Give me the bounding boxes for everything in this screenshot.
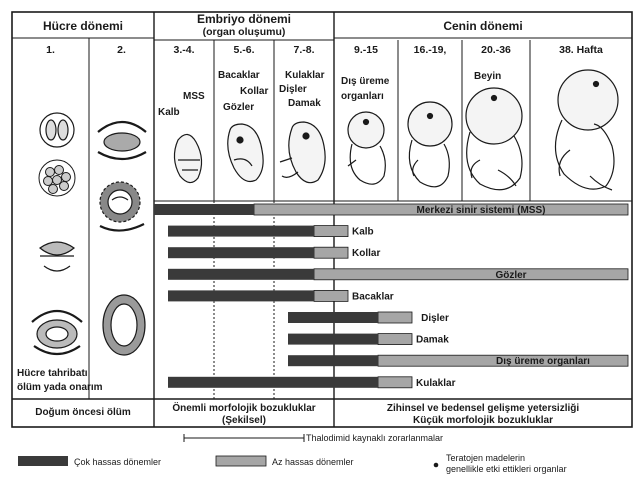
week-label: 16.-19,: [414, 44, 447, 56]
organ-label: Bacaklar: [352, 291, 394, 302]
outcome-major-2: (Şekilsel): [222, 415, 266, 426]
organ-label: Kollar: [352, 248, 380, 259]
week-label: 7.-8.: [293, 44, 314, 56]
legend-dot-icon: [434, 463, 439, 468]
fetus-week-9-15-illustration: [348, 112, 385, 184]
bar-dark-3: [168, 269, 314, 280]
stage-label-kulaklar: Kulaklar: [285, 70, 325, 81]
bar-dark-5: [288, 312, 378, 323]
bar-dark-0: [154, 204, 254, 215]
stage-label-disler: Dişler: [279, 84, 307, 95]
outcome-major-1: Önemli morfolojik bozukluklar: [172, 401, 315, 414]
bar-light-2: [314, 247, 348, 258]
legend-dot-label-2: genellikle etki ettikleri organlar: [446, 464, 567, 474]
stage-label-dis-ureme-1: Dış üreme: [341, 76, 390, 87]
week-label: 20.-36: [481, 44, 511, 56]
outcome-minor-1: Zihinsel ve bedensel gelişme yetersizliğ…: [387, 403, 580, 414]
week-label: 1.: [46, 44, 55, 56]
embryo-week-5-6-illustration: [228, 124, 263, 182]
organ-label: Dişler: [421, 313, 449, 324]
bar-light-5: [378, 312, 412, 323]
legend-dark-swatch: [18, 456, 68, 466]
organ-label: Kulaklar: [416, 378, 456, 389]
stage-label-gozler: Gözler: [223, 102, 254, 113]
zygote-two-cell-illustration: [40, 113, 74, 147]
embryo-period-subheader: (organ oluşumu): [203, 26, 286, 38]
cell-period-header: Hücre dönemi: [43, 19, 123, 33]
sensitivity-bars: Merkezi sinir sistemi (MSS) KalbKollarGöz…: [154, 204, 628, 389]
morula-illustration: [39, 160, 75, 196]
cell-death-note-2: ölüm yada onarım: [17, 382, 103, 393]
embryo-week-3-4-illustration: [174, 134, 201, 182]
organ-label: Kalb: [352, 227, 374, 238]
organ-label: Gözler: [495, 270, 526, 281]
chorionic-sac-illustration: [100, 182, 144, 231]
bar-light-6: [378, 334, 412, 345]
organ-label: Dış üreme organları: [496, 356, 590, 367]
fetus-week-16-19-illustration: [408, 102, 452, 187]
organ-label: Damak: [416, 335, 449, 346]
legend-dot-label-1: Teratojen madelerin: [446, 453, 525, 463]
legend-dark-label: Çok hassas dönemler: [74, 457, 161, 467]
week-label: 9.-15: [354, 44, 378, 56]
stage-label-mss: MSS: [183, 91, 205, 102]
bar-light-1: [314, 226, 348, 237]
thalidomide-label: Thalodimid kaynaklı zorarlanmalar: [306, 433, 443, 443]
bar-dark-2: [168, 247, 314, 258]
legend-light-swatch: [216, 456, 266, 466]
outcome-minor-2: Küçük morfolojik bozukluklar: [413, 415, 553, 426]
stage-label-beyin: Beyin: [474, 71, 501, 82]
bar-light-4: [314, 290, 348, 301]
trophoblast-illustration: [103, 295, 145, 355]
embryo-period-header: Embriyo dönemi: [197, 12, 291, 26]
week-label: 38. Hafta: [559, 44, 603, 56]
organ-label: Merkezi sinir sistemi (MSS): [417, 205, 546, 216]
stage-label-kalb: Kalb: [158, 107, 180, 118]
bar-dark-7: [288, 355, 378, 366]
outcome-prenatal-death: Doğum öncesi ölüm: [35, 407, 131, 418]
bar-light-8: [378, 377, 412, 388]
legend-light-label: Az hassas dönemler: [272, 457, 354, 467]
bar-light-3: [314, 269, 628, 280]
cell-death-note-1: Hücre tahribatı: [17, 368, 88, 379]
stage-label-dis-ureme-2: organları: [341, 91, 384, 102]
implanted-blastocyst-illustration: [32, 311, 82, 354]
embryo-week-7-8-illustration: [280, 122, 325, 183]
implanting-embryo-illustration: [98, 122, 146, 159]
blastocyst-illustration: [40, 242, 74, 271]
fetus-week-20-36-illustration: [466, 88, 522, 190]
week-label: 2.: [117, 44, 126, 56]
week-label: 3.-4.: [173, 44, 194, 56]
bar-dark-4: [168, 290, 314, 301]
bar-dark-1: [168, 226, 314, 237]
fetal-period-header: Cenin dönemi: [443, 19, 522, 33]
week-label: 5.-6.: [233, 44, 254, 56]
bar-dark-8: [168, 377, 378, 388]
stage-label-kollar: Kollar: [240, 86, 268, 97]
stage-label-damak: Damak: [288, 98, 321, 109]
thalidomide-range-marker: [184, 434, 304, 442]
bar-dark-6: [288, 334, 378, 345]
stage-label-bacaklar: Bacaklar: [218, 70, 260, 81]
fetus-week-38-illustration: [555, 70, 618, 190]
